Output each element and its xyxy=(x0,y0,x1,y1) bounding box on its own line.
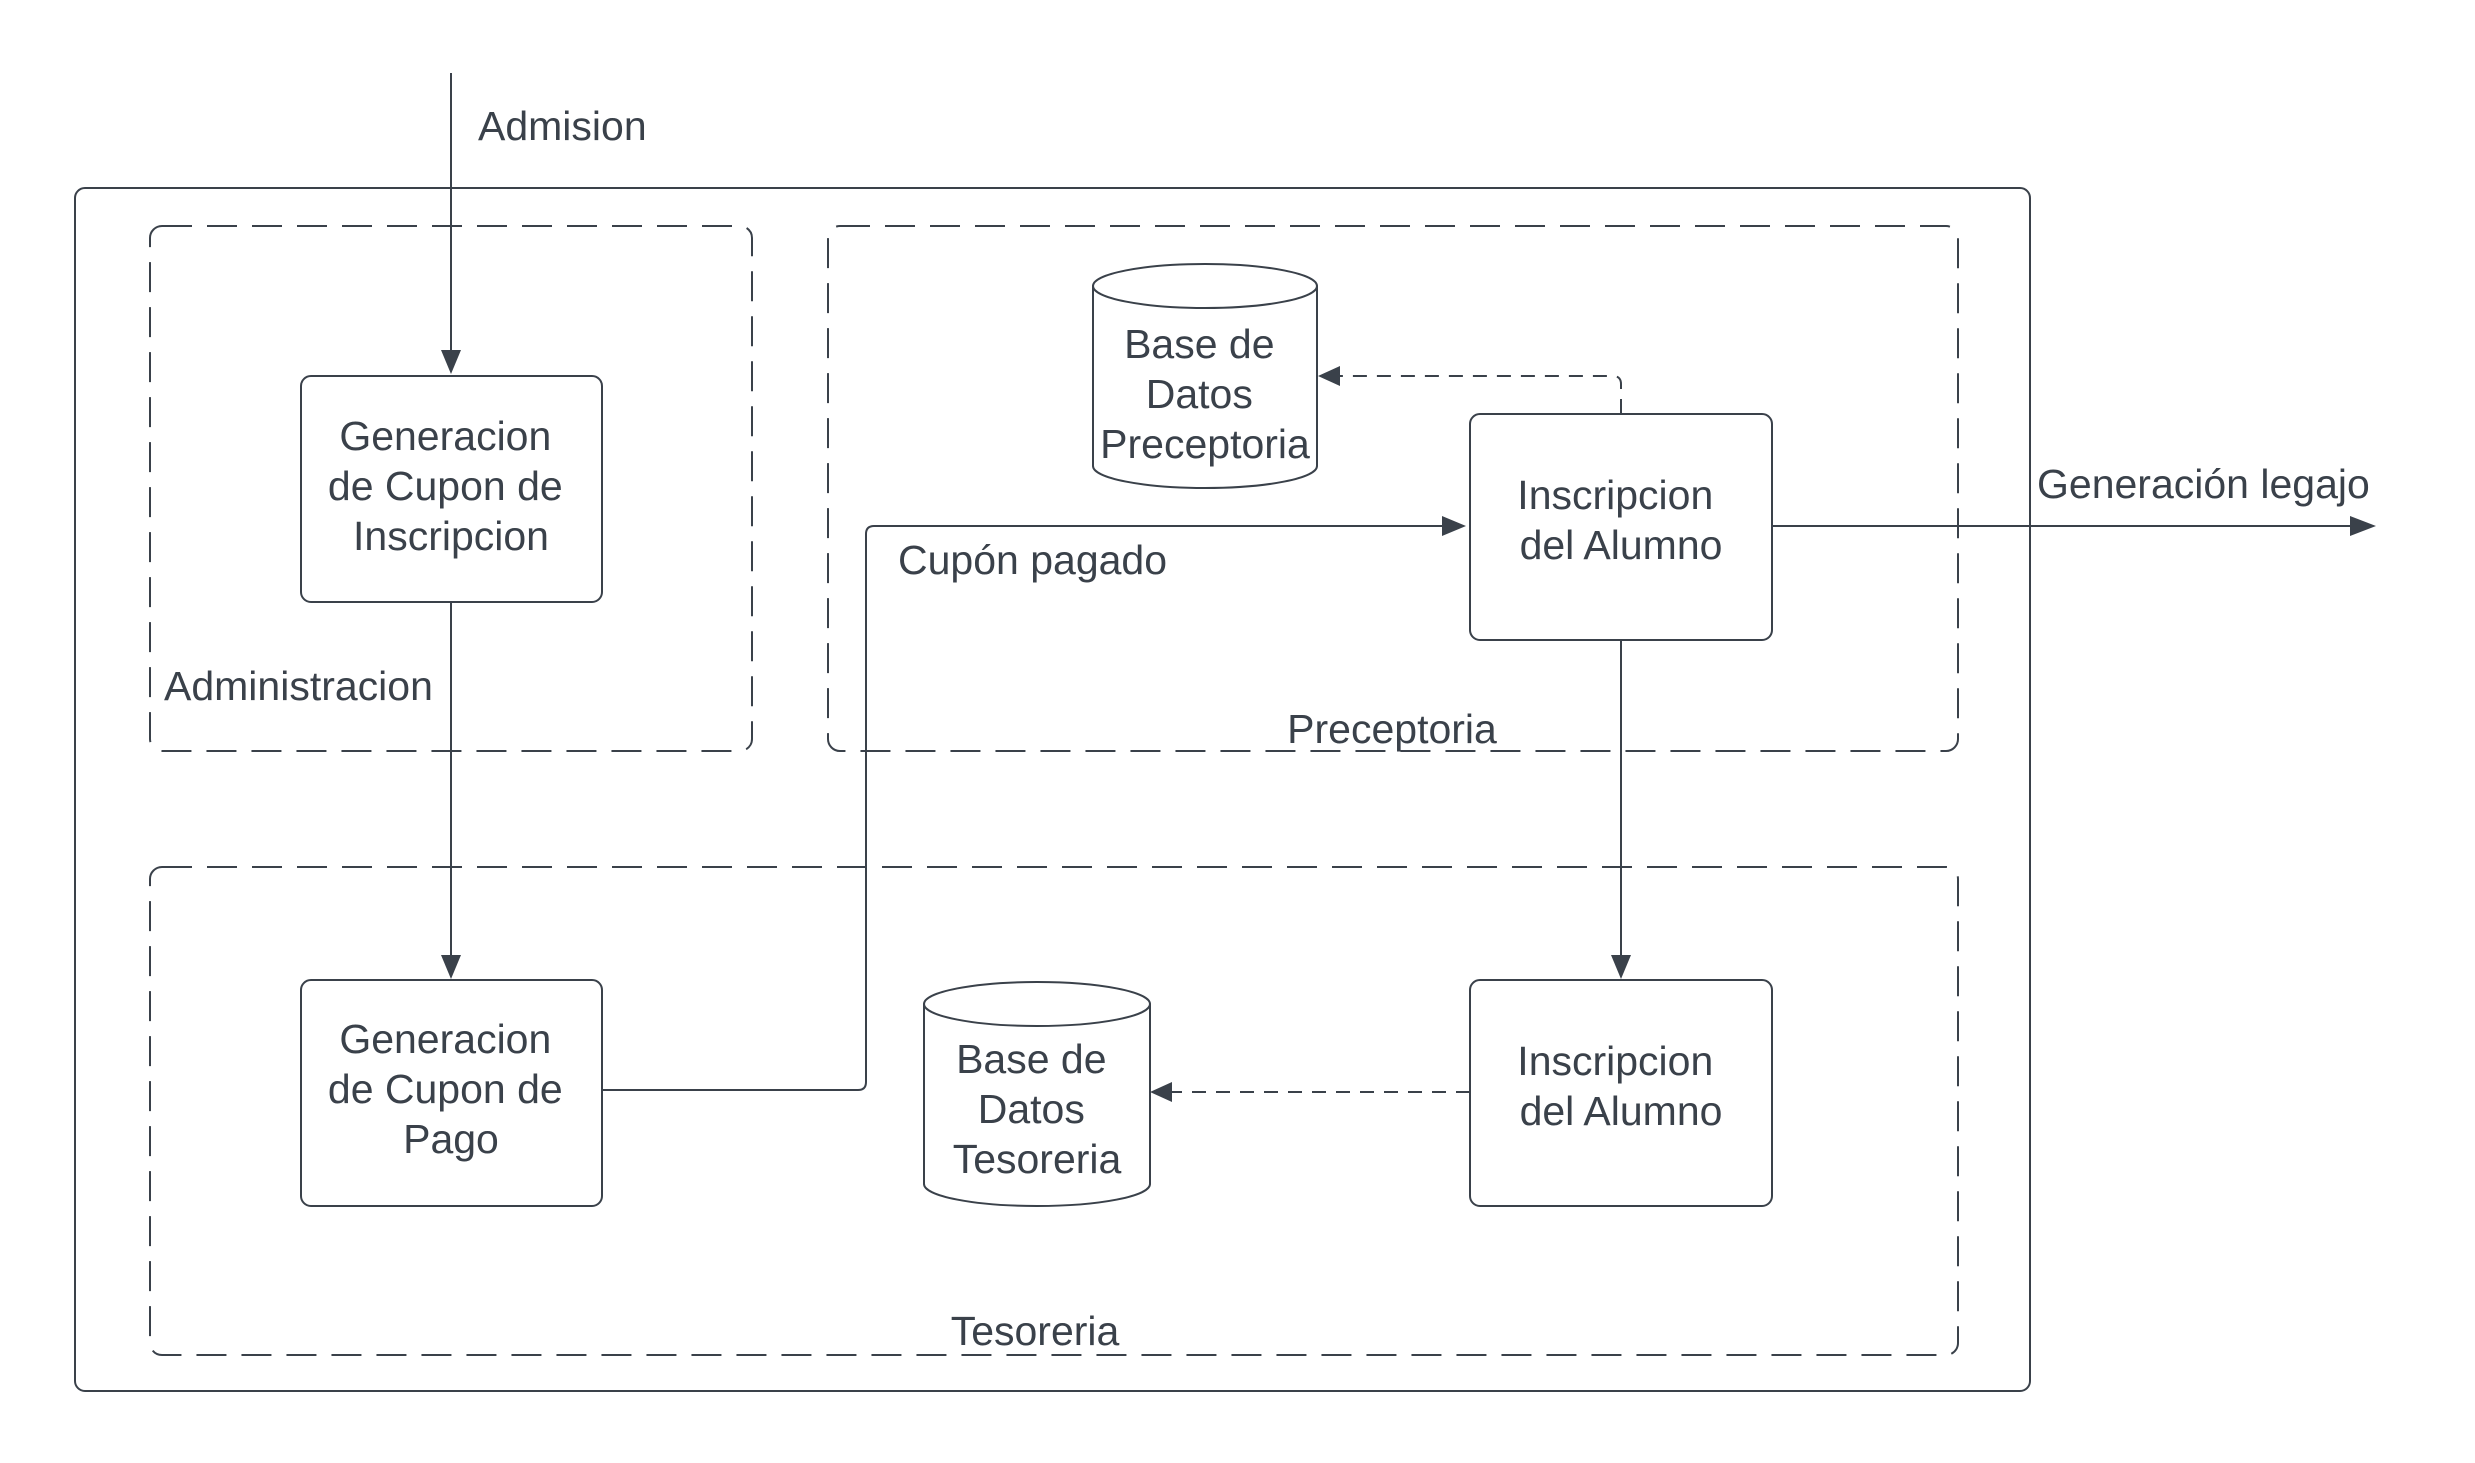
zone-label-preceptoria: Preceptoria xyxy=(1287,706,1497,752)
flow-preceptoria-to-tesoreria-arrowhead xyxy=(1611,955,1631,979)
process-cupon-inscripcion: Generacion de Cupon de Inscripcion xyxy=(300,375,603,603)
system-boundary xyxy=(74,187,2031,1392)
flow-to-db-preceptoria-line xyxy=(1340,375,1622,413)
process-inscripcion-tesoreria: Inscripcion del Alumno xyxy=(1469,979,1773,1207)
flow-label-admision: Admision xyxy=(478,103,647,149)
zone-label-tesoreria: Tesoreria xyxy=(951,1308,1120,1354)
process-inscripcion-preceptoria-label: Inscripcion del Alumno xyxy=(1517,472,1724,568)
flow-to-db-preceptoria-arrowhead xyxy=(1318,366,1340,386)
flow-admision-arrowhead xyxy=(441,350,461,374)
flow-legajo-arrowhead xyxy=(2350,516,2376,536)
flow-inscripcion-to-pago-arrowhead xyxy=(441,955,461,979)
datastore-preceptoria-label: Base de Datos Preceptoria xyxy=(1100,321,1310,467)
process-cupon-pago-label: Generacion de Cupon de Pago xyxy=(328,1016,574,1162)
flow-to-db-tesoreria-arrowhead xyxy=(1150,1082,1172,1102)
zone-tesoreria xyxy=(149,866,1959,1356)
flow-label-cupon-pagado: Cupón pagado xyxy=(898,537,1167,583)
process-inscripcion-preceptoria: Inscripcion del Alumno xyxy=(1469,413,1773,641)
flow-cupon-pagado-line xyxy=(602,525,1442,1091)
datastore-tesoreria-label: Base de Datos Tesoreria xyxy=(953,1036,1122,1182)
flow-cupon-pagado-arrowhead xyxy=(1442,516,1466,536)
datastore-tesoreria: Base de Datos Tesoreria xyxy=(923,981,1151,1207)
process-cupon-pago: Generacion de Cupon de Pago xyxy=(300,979,603,1207)
process-cupon-inscripcion-label: Generacion de Cupon de Inscripcion xyxy=(328,413,574,559)
datastore-preceptoria: Base de Datos Preceptoria xyxy=(1092,263,1318,489)
zone-preceptoria xyxy=(827,225,1959,752)
flow-label-generacion-legajo: Generación legajo xyxy=(2037,461,2370,507)
zone-label-administracion: Administracion xyxy=(164,663,433,709)
process-inscripcion-tesoreria-label: Inscripcion del Alumno xyxy=(1517,1038,1724,1134)
